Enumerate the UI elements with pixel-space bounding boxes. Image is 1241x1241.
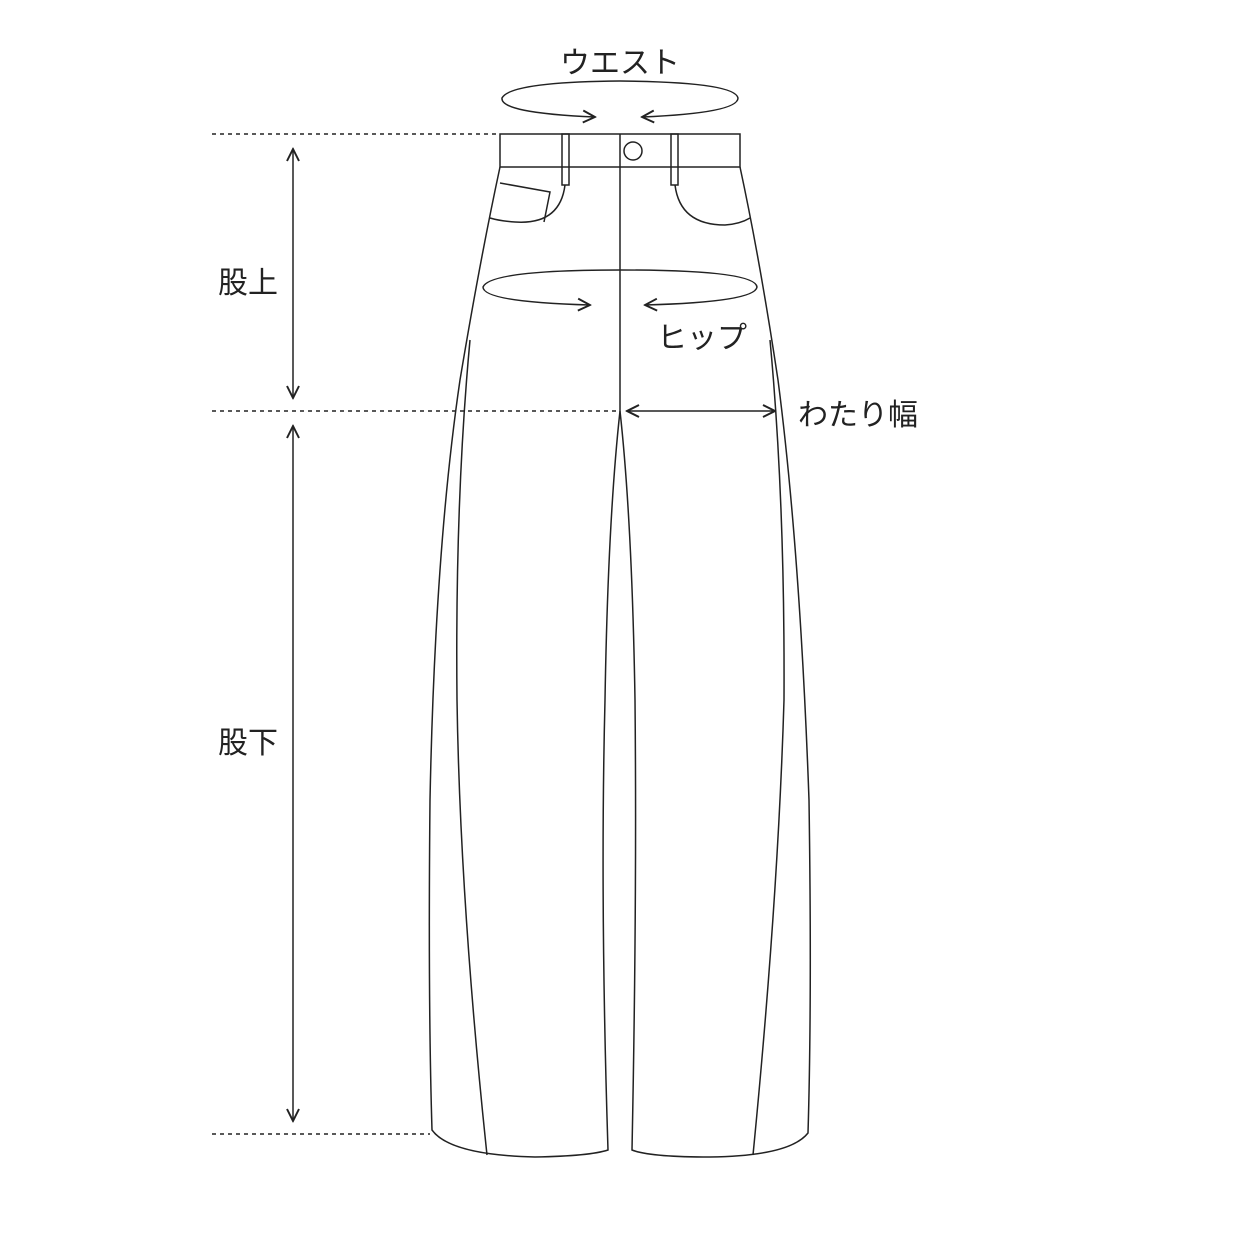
inseam-label: 股下 <box>218 726 278 761</box>
hip-label: ヒップ <box>657 321 747 356</box>
dotted-guides <box>212 133 620 1135</box>
thigh-label: わたり幅 <box>798 398 918 433</box>
hip-measure <box>482 269 758 305</box>
belt-loop-right <box>670 133 679 186</box>
waist-label: ウエスト <box>560 46 680 81</box>
belt-loop-left <box>561 133 570 186</box>
waist-measure <box>501 80 739 117</box>
button <box>623 141 643 161</box>
rise-label: 股上 <box>218 266 278 301</box>
pants-outline <box>428 133 812 1158</box>
